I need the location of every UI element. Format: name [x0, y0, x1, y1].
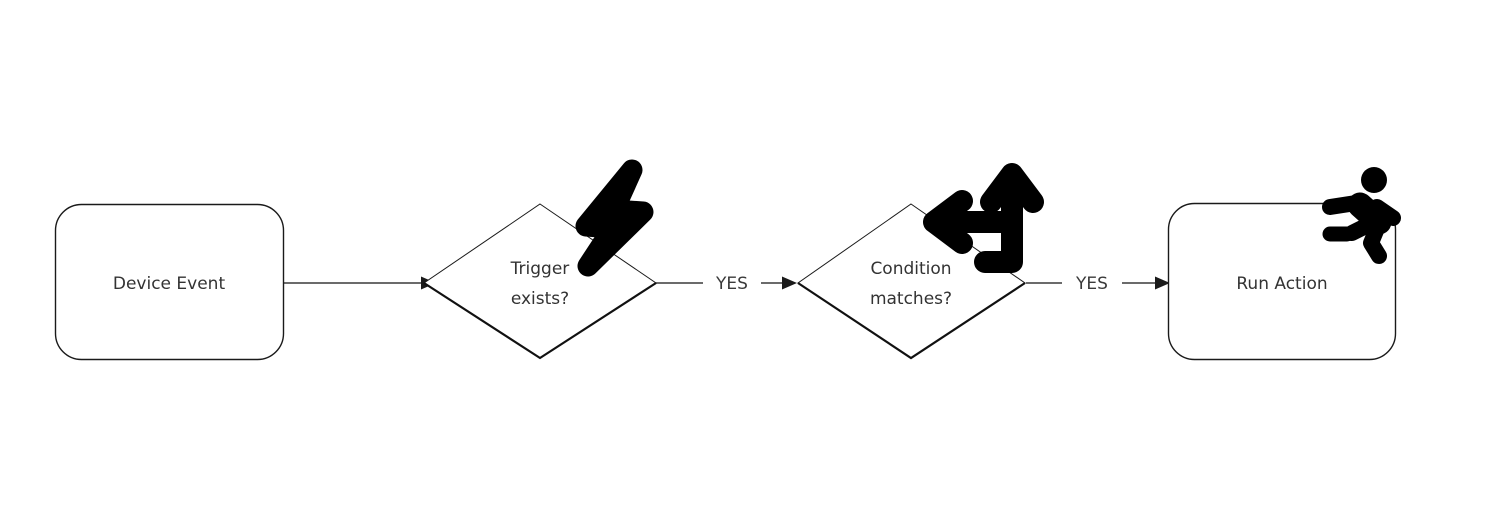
split-arrows-icon — [923, 163, 1044, 273]
edge-label-yes-1: YES — [715, 274, 748, 294]
node-run-action[interactable]: Run Action — [1167, 167, 1401, 361]
trigger-exists-label-line1: Trigger — [510, 259, 570, 279]
run-action-label: Run Action — [1236, 274, 1327, 294]
edge-3-arrowhead — [1155, 276, 1170, 290]
edge-label-yes-2: YES — [1075, 274, 1108, 294]
condition-matches-label-line2: matches? — [870, 289, 952, 309]
node-trigger-exists[interactable]: Trigger exists? — [423, 159, 657, 360]
running-person-icon — [1322, 167, 1401, 264]
edge-device-event-to-trigger — [284, 276, 436, 290]
edge-condition-to-run-action: YES — [1026, 274, 1170, 294]
edge-2-arrowhead — [782, 276, 797, 290]
node-condition-matches[interactable]: Condition matches? — [797, 163, 1044, 360]
device-event-label: Device Event — [113, 274, 226, 294]
condition-matches-diamond-lower-edges — [797, 282, 1026, 360]
trigger-exists-label-line2: exists? — [511, 289, 569, 309]
device-event-box[interactable] — [54, 203, 285, 361]
edge-trigger-to-condition: YES — [656, 274, 797, 294]
node-device-event[interactable]: Device Event — [54, 203, 285, 361]
lightning-bolt-icon — [575, 159, 654, 277]
condition-matches-label-line1: Condition — [870, 259, 951, 279]
trigger-exists-diamond-lower-edges — [423, 282, 657, 360]
run-action-box[interactable] — [1167, 202, 1397, 361]
